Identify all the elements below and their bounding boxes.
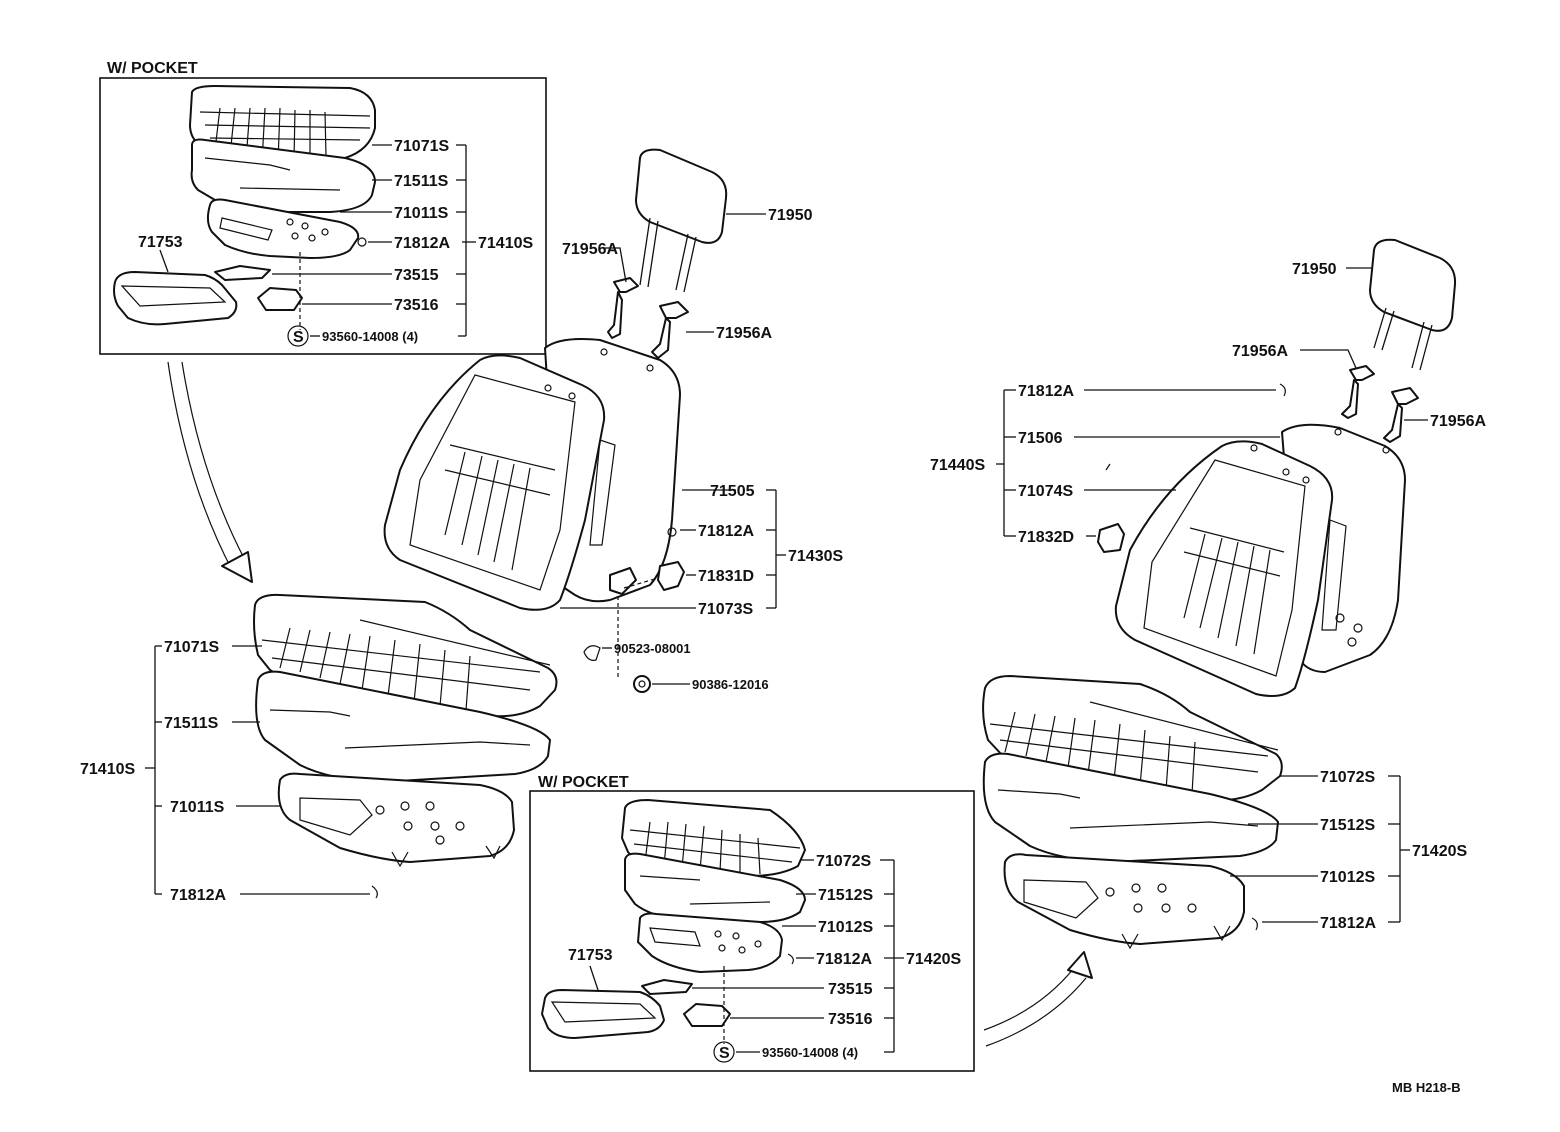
right-label-71956A-2: 71956A [1430, 413, 1486, 430]
lc-clip-71812A [787, 953, 794, 965]
lc-s-symbol: S [719, 1045, 730, 1062]
right-cushion-pad [982, 752, 1279, 863]
ul-bracket-73515 [214, 265, 271, 281]
ul-pocket-tray [113, 271, 238, 326]
center-leaders [560, 213, 786, 685]
right-label-71950: 71950 [1292, 261, 1337, 278]
center-headrest-guides [607, 277, 689, 359]
right-mark [1105, 463, 1111, 471]
right-part-71832D [1097, 523, 1125, 553]
arrow-lower-center [983, 951, 1093, 1047]
ll-label-71511S: 71511S [164, 715, 219, 732]
footer-code: MB H218-B [1392, 1080, 1461, 1095]
right-label-71072S: 71072S [1320, 769, 1375, 786]
right-seat-back [1114, 423, 1406, 697]
center-label-71831D: 71831D [698, 568, 754, 585]
ll-label-71410S: 71410S [80, 761, 135, 778]
center-label-71505: 71505 [710, 483, 755, 500]
lc-label-71812A: 71812A [816, 951, 872, 968]
center-headrest [635, 148, 728, 293]
ul-label-71011S: 71011S [394, 205, 449, 222]
ul-cushion-frame [206, 198, 360, 259]
center-label-71430S: 71430S [788, 548, 843, 565]
lower-center-inset-frame [529, 790, 975, 1072]
right-label-71812A: 71812A [1018, 383, 1074, 400]
lc-bracket-73516 [683, 1003, 731, 1027]
lc-pocket-tray [541, 989, 665, 1039]
lc-label-73515: 73515 [828, 981, 873, 998]
ul-cushion-pad [190, 138, 376, 213]
right-leaders [996, 267, 1428, 923]
ul-bracket-73516 [257, 287, 303, 311]
ul-label-73516: 73516 [394, 297, 439, 314]
lc-label-93560: 93560-14008 (4) [762, 1045, 858, 1060]
right-label-71506: 71506 [1018, 430, 1063, 447]
ul-s-symbol: S [293, 329, 304, 346]
right-label-71832D: 71832D [1018, 529, 1074, 546]
lc-bracket-73515 [641, 979, 693, 995]
ul-label-71812A: 71812A [394, 235, 450, 252]
center-label-90523: 90523-08001 [614, 641, 691, 656]
center-label-71073S: 71073S [698, 601, 753, 618]
lc-s-symbol-circle [713, 1041, 735, 1063]
center-seat-back [383, 338, 681, 611]
lower-center-inset-title: W/ POCKET [538, 774, 629, 791]
ul-s-symbol-circle [287, 325, 309, 347]
lower-left-cushion-pad [255, 670, 551, 783]
lower-center-inset: W/ POCKET [529, 774, 975, 1072]
lc-label-71512S: 71512S [818, 887, 873, 904]
upper-left-inset-title: W/ POCKET [107, 60, 198, 77]
lc-cushion-frame [637, 912, 783, 973]
upper-left-inset: W/ POCKET [99, 60, 547, 355]
right-label-71074S: 71074S [1018, 483, 1073, 500]
arrow-upper-left [167, 361, 253, 583]
ul-clip-71812A [357, 237, 367, 247]
lc-cushion-pad [624, 852, 806, 923]
right-cushion-frame [1003, 853, 1245, 950]
ul-label-73515: 73515 [394, 267, 439, 284]
lc-label-73516: 73516 [828, 1011, 873, 1028]
ul-label-71511S: 71511S [394, 173, 449, 190]
lower-left-clip [371, 885, 378, 899]
lc-label-71753: 71753 [568, 947, 613, 964]
ul-label-71410S: 71410S [478, 235, 533, 252]
right-headrest-guides [1341, 365, 1419, 443]
right-label-71440S: 71440S [930, 457, 985, 474]
ll-label-71071S: 71071S [164, 639, 219, 656]
right-label-71420S: 71420S [1412, 843, 1467, 860]
ul-label-71753: 71753 [138, 234, 183, 251]
center-label-90386: 90386-12016 [692, 677, 769, 692]
lower-left-cushion-frame [277, 772, 515, 868]
right-headrest [1369, 238, 1457, 371]
right-clip-71812A [1279, 383, 1286, 397]
center-label-71950: 71950 [768, 207, 813, 224]
right-label-71956A-1: 71956A [1232, 343, 1288, 360]
right-label-71512S: 71512S [1320, 817, 1375, 834]
ul-label-71071S: 71071S [394, 138, 449, 155]
lc-label-71012S: 71012S [818, 919, 873, 936]
center-label-71956A-2: 71956A [716, 325, 772, 342]
lower-left-leaders [145, 645, 370, 895]
right-label-71812A-2: 71812A [1320, 915, 1376, 932]
lc-label-71420S: 71420S [906, 951, 961, 968]
ul-label-93560: 93560-14008 (4) [322, 329, 418, 344]
lc-label-71072S: 71072S [816, 853, 871, 870]
center-small-parts [583, 527, 685, 693]
ll-label-71011S: 71011S [170, 799, 225, 816]
center-label-71812A: 71812A [698, 523, 754, 540]
ll-label-71812A: 71812A [170, 887, 226, 904]
right-clip-71812A-2 [1251, 917, 1258, 931]
center-label-71956A-1: 71956A [562, 241, 618, 258]
upper-left-inset-frame [99, 77, 547, 355]
right-label-71012S: 71012S [1320, 869, 1375, 886]
